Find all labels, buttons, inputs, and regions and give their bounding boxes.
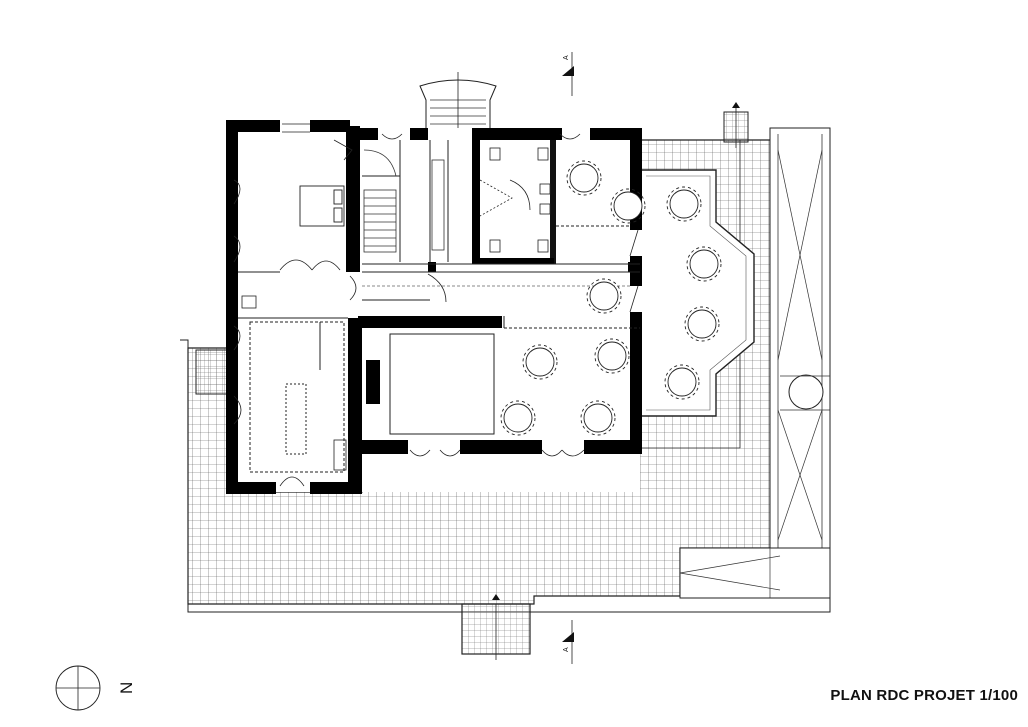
north-label: N xyxy=(117,682,136,694)
veranda xyxy=(640,169,755,417)
drawing-title: PLAN RDC PROJET 1/100 xyxy=(830,687,1018,704)
walls xyxy=(226,120,642,494)
section-marker-bottom: A xyxy=(562,620,574,664)
round-table xyxy=(666,186,702,222)
section-label-top: A xyxy=(563,55,570,60)
interior-stair xyxy=(363,149,445,253)
north-arrow-icon: N xyxy=(55,665,136,711)
bed xyxy=(299,185,345,227)
round-table xyxy=(566,160,602,196)
round-table xyxy=(610,188,646,224)
round-table xyxy=(686,246,722,282)
section-marker-top: A xyxy=(562,52,574,96)
round-table xyxy=(580,400,616,436)
south-steps xyxy=(461,594,531,660)
round-table xyxy=(500,400,536,436)
round-table xyxy=(522,344,558,380)
east-ramp-strip xyxy=(679,127,831,599)
north-porch xyxy=(419,72,497,131)
interior-partitions xyxy=(238,140,640,473)
round-table xyxy=(586,278,622,314)
restroom-fixtures xyxy=(479,147,551,253)
section-label-bottom: A xyxy=(563,647,570,652)
round-table xyxy=(684,306,720,342)
northeast-steps xyxy=(723,102,749,148)
round-table xyxy=(594,338,630,374)
dining-tables xyxy=(500,160,722,436)
door-swings xyxy=(233,123,639,487)
round-table xyxy=(664,364,700,400)
